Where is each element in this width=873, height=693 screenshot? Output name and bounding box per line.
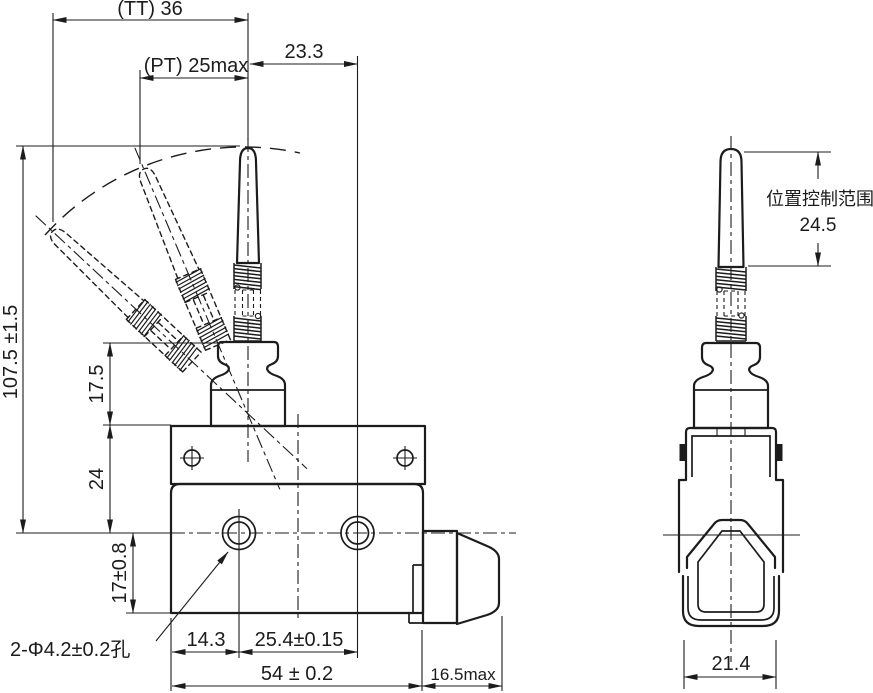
dim-body-depth: 21.4 [683,653,777,680]
dim-body-width: 54 ± 0.2 [171,663,423,689]
dim-base-height-label: 17±0.8 [109,542,131,603]
dim-control-range: 位置控制范围 24.5 [766,151,873,267]
dim-overall-height-label: 107.5 ±1.5 [0,305,22,399]
cable-nozzle [408,529,501,626]
dim-head-height-label: 24 [86,468,108,490]
dim-control-range-label: 位置控制范围 [766,189,873,209]
dim-control-range-value: 24.5 [800,215,837,236]
spring-wire-end-top [234,284,241,291]
actuator-rod [235,146,261,265]
side-clip-tab-right [777,444,783,461]
head-screw-right [393,446,417,470]
hole-callout-label: 2-Φ4.2±0.2孔 [10,638,130,661]
dim-hole-pitch-label: 25.4±0.15 [255,629,344,651]
extension-lines [16,13,831,691]
dim-center-to-hole: 23.3 [249,41,358,67]
dim-base-height: 17±0.8 [109,532,136,614]
dim-total-travel: (TT) 36 [52,0,249,23]
dim-nozzle-length-label: 16.5max [430,665,496,684]
dim-center-to-hole-label: 23.3 [285,41,324,63]
dim-body-depth-label: 21.4 [712,653,751,675]
head-screw-left [180,446,204,470]
side-nozzle-end-inner [697,530,765,613]
dim-head-height: 24 [86,424,113,534]
dim-total-travel-label: (TT) 36 [117,0,183,20]
side-spring-wire-end-top [716,286,723,293]
dim-nozzle-length: 16.5max [421,665,503,689]
hole-callout: 2-Φ4.2±0.2孔 [10,551,229,661]
front-view [24,138,516,626]
dim-edge-to-hole: 14.3 [171,629,240,655]
side-bottom-bracket-inner [687,576,775,621]
dim-boss-height-label: 17.5 [86,365,108,404]
dim-edge-to-hole-label: 14.3 [187,629,226,651]
spring-wire-end-bottom [254,312,262,320]
dim-overall-height: 107.5 ±1.5 [0,145,27,534]
side-spring-wire-end-bottom [738,312,745,319]
dim-boss-height: 17.5 [86,342,113,426]
dim-pre-travel-label: (PT) 25max [144,55,248,77]
lever-travel-arc [44,146,301,236]
side-clip-tab-left [679,444,685,461]
side-base-body [677,475,785,628]
side-view [663,136,800,662]
dim-hole-pitch: 25.4±0.15 [238,629,358,655]
dim-pre-travel: (PT) 25max [139,55,249,81]
dim-body-width-label: 54 ± 0.2 [261,663,333,685]
switch-base-body [169,482,425,615]
side-actuator-rod [717,147,745,269]
